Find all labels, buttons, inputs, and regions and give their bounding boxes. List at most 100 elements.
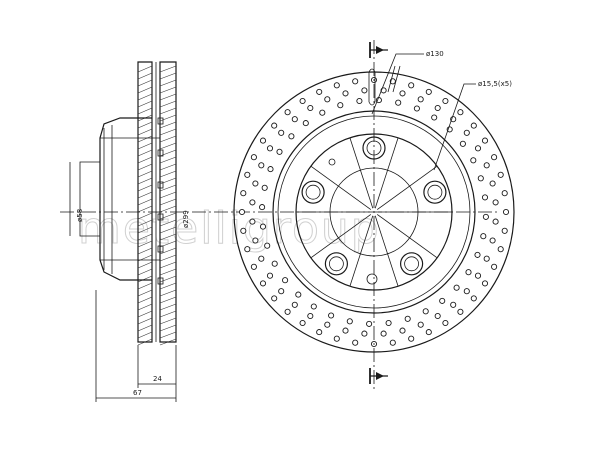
drill-hole — [258, 162, 265, 169]
drill-hole — [319, 109, 326, 116]
bolt-hole — [400, 252, 424, 276]
drill-hole — [266, 272, 274, 279]
dim-hub-diameter: ø58 — [76, 209, 84, 222]
drill-hole — [244, 246, 251, 253]
drill-hole — [240, 227, 247, 234]
dim-total-height: 67 — [133, 389, 142, 397]
section-arrow-top — [369, 42, 388, 58]
drill-hole — [434, 104, 441, 112]
drill-hole — [489, 180, 496, 187]
drill-hole — [250, 263, 257, 270]
drill-hole — [259, 223, 267, 230]
leader-pcd — [371, 53, 424, 115]
drill-hole — [299, 319, 306, 327]
friction-ring-section — [137, 61, 177, 346]
drill-hole — [264, 242, 271, 249]
drill-hole — [252, 180, 259, 187]
bolt-hole — [423, 180, 447, 204]
bolt-hole — [301, 180, 325, 204]
drill-hole — [474, 145, 482, 152]
drill-hole — [483, 162, 490, 169]
drill-hole — [481, 280, 489, 287]
drill-hole — [457, 109, 464, 116]
drill-hole — [474, 272, 482, 279]
drill-hole — [380, 330, 387, 337]
drill-hole — [278, 288, 285, 295]
drill-hole — [463, 288, 470, 295]
drill-hole — [346, 318, 353, 325]
drill-hole — [483, 255, 490, 262]
drill-hole — [389, 339, 396, 346]
drill-hole — [477, 175, 484, 182]
drill-hole — [271, 122, 278, 129]
drill-hole — [425, 88, 432, 95]
drill-hole — [258, 255, 265, 262]
drill-hole — [481, 194, 489, 201]
drill-hole — [481, 137, 489, 144]
leader-bolt-holes — [433, 83, 476, 171]
drill-hole — [489, 237, 496, 244]
drill-hole — [244, 171, 251, 178]
drill-hole — [470, 122, 477, 129]
drill-hole — [291, 301, 298, 308]
drill-hole — [333, 82, 340, 89]
drill-hole — [278, 129, 285, 136]
drill-hole — [238, 208, 246, 216]
drill-hole — [502, 208, 510, 216]
drill-hole — [417, 96, 424, 103]
drill-hole — [465, 269, 472, 276]
side-view: 67 24 ø58 ø299 — [60, 61, 500, 402]
drill-hole — [501, 227, 508, 234]
drill-hole — [470, 157, 477, 164]
cross-drilled-holes — [238, 76, 510, 348]
drill-hole — [261, 184, 268, 191]
drill-hole — [282, 277, 289, 284]
drill-hole — [259, 204, 266, 211]
drill-hole — [342, 90, 349, 97]
drill-hole — [385, 319, 392, 327]
drill-hole — [453, 284, 460, 291]
front-view: ø130 ø15,5(x5) — [233, 40, 515, 390]
bolt-hole — [324, 252, 348, 276]
drill-hole — [240, 190, 247, 197]
drill-hole — [404, 315, 411, 322]
slot-mark-1 — [368, 68, 376, 106]
drill-hole — [299, 97, 306, 105]
drill-hole — [271, 260, 278, 267]
drill-hole — [307, 104, 314, 112]
drill-hole — [422, 308, 429, 315]
drill-hole — [442, 319, 449, 327]
drill-hole — [267, 166, 274, 173]
dim-outer-diameter: ø299 — [182, 210, 190, 228]
drill-hole — [497, 246, 504, 253]
side-hole-marks — [157, 117, 164, 285]
drill-hole — [399, 90, 406, 97]
drill-hole — [324, 96, 331, 103]
drill-hole — [439, 297, 446, 304]
drill-hole — [316, 329, 323, 336]
drill-hole — [417, 321, 424, 328]
drill-hole — [250, 154, 257, 161]
drill-hole — [252, 237, 259, 244]
drill-hole — [295, 291, 302, 298]
drill-hole — [425, 329, 432, 336]
locating-hole — [366, 273, 378, 285]
drill-hole — [459, 140, 466, 147]
drill-hole — [302, 120, 309, 127]
dim-pcd: ø130 — [426, 50, 444, 58]
drill-hole — [463, 129, 470, 136]
drill-hole — [395, 99, 402, 106]
drill-hole — [249, 218, 256, 225]
drill-hole — [356, 97, 363, 105]
drill-hole — [450, 301, 457, 308]
drill-hole — [328, 312, 335, 319]
drill-hole — [413, 105, 420, 112]
dim-thickness: 24 — [153, 375, 162, 383]
drill-hole — [307, 312, 314, 320]
drill-hole — [284, 109, 291, 116]
drill-hole — [291, 116, 298, 123]
watermark-text: metelligroup — [78, 203, 381, 254]
drill-hole — [492, 199, 499, 206]
drill-hole — [361, 330, 368, 337]
drill-hole — [259, 137, 267, 144]
